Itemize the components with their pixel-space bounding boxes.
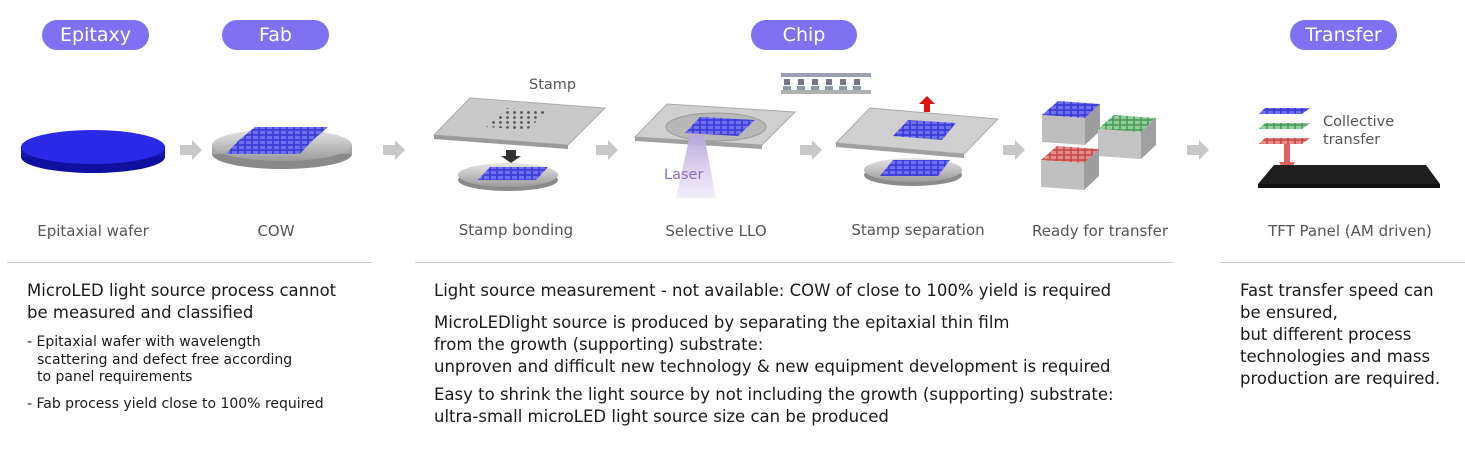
- middle-paragraph-1: Light source measurement - not available…: [434, 281, 1112, 300]
- middle-p2-line2: from the growth (supporting) substrate:: [434, 335, 764, 354]
- collective-label-line1: Collective: [1323, 114, 1395, 130]
- caption-selective-llo: Selective LLO: [665, 222, 767, 240]
- middle-p2-line3: unproven and difficult new technology & …: [434, 357, 1111, 376]
- left-bullet-1: - Epitaxial wafer with wavelength scatte…: [27, 334, 292, 387]
- tft-panel-icon: [1258, 108, 1440, 188]
- right-line4: technologies and mass: [1240, 347, 1431, 366]
- divider-middle: [415, 262, 1173, 263]
- cow-wafer-icon: [212, 127, 352, 169]
- divider-right: [1220, 262, 1465, 263]
- divider-left: [7, 262, 372, 263]
- up-arrow-icon: [919, 96, 935, 112]
- middle-paragraph-2: MicroLEDlight source is produced by sepa…: [434, 312, 1111, 378]
- middle-p3-line1: Easy to shrink the light source by not i…: [434, 385, 1114, 404]
- stage-epitaxy: Epitaxy: [42, 20, 149, 50]
- epitaxial-wafer-icon: [21, 130, 165, 173]
- laser-label: Laser: [664, 167, 704, 183]
- caption-tft-panel: TFT Panel (AM driven): [1268, 222, 1432, 240]
- caption-stamp-bonding: Stamp bonding: [458, 221, 574, 239]
- middle-p3-line2: ultra-small microLED light source size c…: [434, 407, 889, 426]
- middle-p2-line1: MicroLEDlight source is produced by sepa…: [434, 313, 1010, 332]
- stage-fab: Fab: [222, 20, 329, 50]
- flow-arrow-icon: [180, 140, 1209, 160]
- left-heading-line2: be measured and classified: [27, 303, 254, 322]
- left-bullet-1-line2: scattering and defect free according: [37, 351, 293, 368]
- right-line3: but different process: [1240, 325, 1412, 344]
- right-line2: be ensured,: [1240, 303, 1338, 322]
- selective-llo-icon: [633, 73, 871, 198]
- stage-transfer: Transfer: [1290, 20, 1397, 50]
- left-bullet-1-line1: - Epitaxial wafer with wavelength: [27, 334, 261, 350]
- right-line5: production are required.: [1240, 369, 1441, 388]
- right-paragraph: Fast transfer speed can be ensured, but …: [1240, 280, 1440, 390]
- right-line1: Fast transfer speed can: [1240, 281, 1434, 300]
- caption-ready-for-transfer: Ready for transfer: [1032, 222, 1168, 240]
- collective-label-line2: transfer: [1323, 132, 1381, 148]
- left-bullet-2: - Fab process yield close to 100% requir…: [27, 396, 324, 412]
- left-bullet-1-line3: to panel requirements: [37, 369, 193, 385]
- ready-for-transfer-icon: [1041, 101, 1156, 190]
- left-heading: MicroLED light source process cannot be …: [27, 280, 336, 324]
- caption-stamp-separation: Stamp separation: [851, 221, 985, 239]
- down-arrow-icon: [1284, 144, 1290, 162]
- caption-cow: COW: [257, 222, 295, 240]
- middle-paragraph-3: Easy to shrink the light source by not i…: [434, 384, 1114, 428]
- collective-transfer-label: Collective transfer: [1323, 113, 1394, 149]
- caption-epitaxial-wafer: Epitaxial wafer: [37, 222, 149, 240]
- stage-chip: Chip: [751, 20, 857, 50]
- left-heading-line1: MicroLED light source process cannot: [27, 281, 337, 300]
- stamp-bonding-icon: [432, 97, 607, 191]
- stamp-separation-icon: [834, 96, 1000, 186]
- stamp-label: Stamp: [529, 77, 577, 93]
